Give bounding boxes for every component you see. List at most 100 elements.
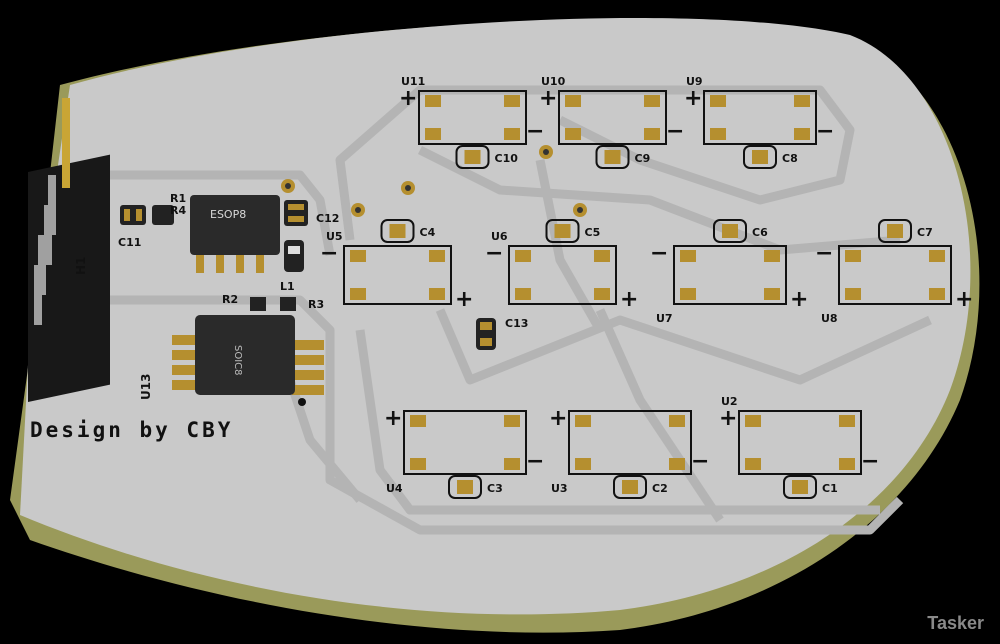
led-ref: U9	[686, 75, 703, 88]
led-ref: U11	[401, 75, 425, 88]
cap-outline	[613, 475, 647, 499]
watermark: Tasker	[927, 613, 984, 633]
polarity-minus: −	[666, 119, 684, 144]
led-pad	[429, 250, 445, 262]
led-module-u4: + − U4 C3	[384, 406, 544, 499]
polarity-plus: +	[539, 86, 557, 111]
led-outline	[403, 410, 527, 475]
led-pad	[839, 415, 855, 427]
led-ref: U6	[491, 230, 508, 243]
led-pad	[350, 288, 366, 300]
led-pad	[764, 250, 780, 262]
cap-pad	[792, 480, 808, 494]
led-pad	[794, 128, 810, 140]
ic-esop8: ESOP8	[190, 195, 280, 273]
led-outline	[838, 245, 952, 305]
polarity-plus: +	[620, 287, 638, 312]
polarity-minus: −	[320, 241, 338, 266]
cap-outline	[743, 145, 777, 169]
pin-header: H1	[28, 98, 110, 403]
led-pad	[594, 250, 610, 262]
led-outline	[673, 245, 787, 305]
polarity-plus: +	[719, 406, 737, 431]
ref-c13: C13	[505, 317, 528, 330]
cap-ref: C8	[782, 152, 798, 165]
led-pad	[745, 458, 761, 470]
cap-ref: C9	[635, 152, 651, 165]
copper-traces	[100, 85, 932, 535]
polarity-minus: −	[526, 119, 544, 144]
cap-outline	[455, 145, 490, 169]
led-ref: U4	[386, 482, 403, 495]
esop8-label: ESOP8	[210, 208, 246, 221]
led-pad	[669, 458, 685, 470]
led-pad	[504, 415, 520, 427]
cap-pad	[622, 480, 638, 494]
ic-soic8: SOIC8 U13	[139, 315, 324, 406]
led-pad	[515, 288, 531, 300]
led-outline	[343, 245, 452, 305]
led-pad	[745, 415, 761, 427]
cap-pad	[752, 150, 768, 164]
cap-ref: C3	[487, 482, 503, 495]
polarity-minus: −	[816, 119, 834, 144]
cap-ref: C7	[917, 226, 933, 239]
polarity-minus: −	[485, 241, 503, 266]
cap-outline	[783, 475, 817, 499]
ref-c12: C12	[316, 212, 339, 225]
led-pad	[425, 128, 441, 140]
led-pad	[594, 288, 610, 300]
credit-text: Design by CBY	[30, 418, 233, 442]
led-pad	[845, 288, 861, 300]
cap-outline	[380, 219, 415, 243]
led-pad	[845, 250, 861, 262]
passives: R1 R4 C11 C12 L1 R2 R3 C13	[118, 145, 587, 350]
cap-ref: C1	[822, 482, 838, 495]
cap-pad	[464, 150, 481, 164]
polarity-plus: +	[955, 287, 973, 312]
cap-pad	[604, 150, 621, 164]
cap-ref: C6	[752, 226, 768, 239]
led-pad	[644, 95, 660, 107]
led-pad	[929, 250, 945, 262]
led-outline	[558, 90, 667, 145]
led-pad	[929, 288, 945, 300]
cap-ref: C4	[420, 226, 436, 239]
ref-c11: C11	[118, 236, 141, 249]
led-outline	[568, 410, 692, 475]
led-ref: U2	[721, 395, 738, 408]
led-pad	[575, 415, 591, 427]
led-pad	[764, 288, 780, 300]
led-pad	[410, 458, 426, 470]
cap-outline	[713, 219, 747, 243]
cap-outline	[595, 145, 630, 169]
ref-r4: R4	[170, 204, 186, 217]
led-pad	[515, 250, 531, 262]
cap-ref: C5	[585, 226, 601, 239]
led-ref: U3	[551, 482, 568, 495]
ref-r3: R3	[308, 298, 324, 311]
cap-outline	[448, 475, 482, 499]
led-pad	[644, 128, 660, 140]
cap-pad	[389, 224, 406, 238]
led-pad	[794, 95, 810, 107]
cap-ref: C10	[495, 152, 519, 165]
polarity-plus: +	[790, 287, 808, 312]
led-pad	[565, 95, 581, 107]
polarity-minus: −	[861, 449, 879, 474]
led-pad	[410, 415, 426, 427]
polarity-minus: −	[526, 449, 544, 474]
led-outline	[508, 245, 617, 305]
polarity-plus: +	[384, 406, 402, 431]
led-outline	[703, 90, 817, 145]
led-ref: U7	[656, 312, 673, 325]
led-outline	[418, 90, 527, 145]
led-pad	[565, 128, 581, 140]
u13-ref: U13	[139, 374, 153, 400]
led-pad	[350, 250, 366, 262]
